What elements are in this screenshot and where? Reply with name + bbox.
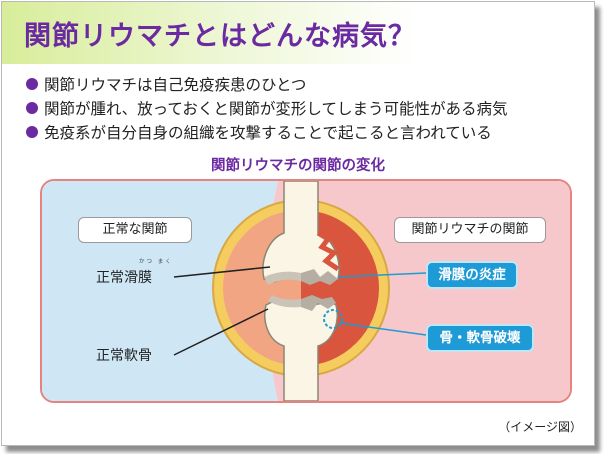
bullet-list: 関節リウマチは自己免疫疾患のひとつ 関節が腫れ、放っておくと関節が変形してしまう…	[26, 72, 507, 144]
destruction-callout: 骨・軟骨破壊	[426, 324, 534, 352]
synovium-ruby: かつ まく	[139, 259, 173, 265]
bullet-item: 関節が腫れ、放っておくと関節が変形してしまう可能性がある病気	[26, 96, 507, 120]
bullet-item: 免疫系が自分自身の組織を攻撃することで起こると言われている	[26, 120, 507, 144]
bullet-text: 免疫系が自分自身の組織を攻撃することで起こると言われている	[44, 124, 492, 142]
bullet-dot-icon	[26, 78, 38, 90]
bullet-dot-icon	[26, 126, 38, 138]
inflammation-pointer	[337, 272, 427, 278]
bullet-dot-icon	[26, 102, 38, 114]
erosion-marker	[323, 309, 343, 329]
bullet-text: 関節が腫れ、放っておくと関節が変形してしまう可能性がある病気	[44, 100, 508, 118]
joint-diagram-panel: 正常な関節 関節リウマチの関節 かつ まく 正常滑膜 正常軟骨 滑膜の炎症 骨・…	[40, 179, 572, 403]
inflammation-callout: 滑膜の炎症	[426, 261, 518, 289]
slide: 関節リウマチとはどんな病気？ 関節リウマチは自己免疫疾患のひとつ 関節が腫れ、放…	[1, 1, 595, 446]
normal-cartilage-label: 正常軟骨	[96, 348, 152, 364]
diagram-title: 関節リウマチの関節の変化	[211, 158, 385, 174]
destruction-pointer	[339, 322, 427, 336]
slide-title: 関節リウマチとはどんな病気？	[24, 21, 416, 52]
bullet-item: 関節リウマチは自己免疫疾患のひとつ	[26, 72, 507, 96]
synovium-pointer	[173, 266, 271, 278]
normal-synovium-label: 正常滑膜	[96, 270, 152, 286]
eroded-cartilage	[301, 269, 338, 285]
normal-cartilage	[264, 271, 301, 285]
bullet-text: 関節リウマチは自己免疫疾患のひとつ	[44, 76, 307, 94]
joint-illustration	[42, 181, 570, 401]
image-note: （イメージ図）	[498, 420, 582, 434]
normal-joint-tag: 正常な関節	[78, 217, 192, 243]
cartilage-pointer	[173, 308, 269, 356]
ra-joint-tag: 関節リウマチの関節	[394, 217, 546, 243]
title-bar: 関節リウマチとはどんな病気？	[2, 2, 594, 64]
